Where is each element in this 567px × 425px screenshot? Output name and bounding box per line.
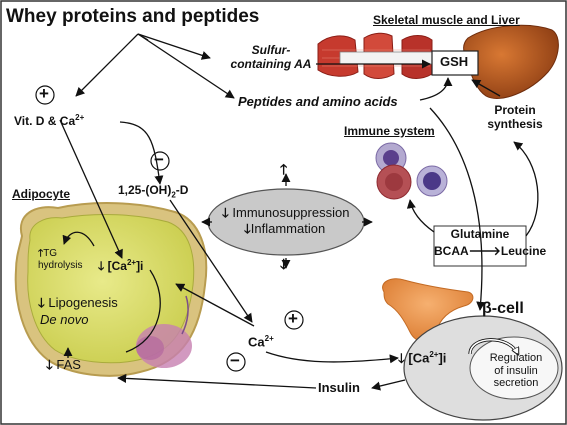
plus-circle-vitd: [35, 85, 55, 105]
insulin-label: Insulin: [318, 380, 360, 395]
skeletal-liver-label: Skeletal muscle and Liver: [373, 13, 520, 27]
arrow-down-oval: 🡓: [280, 256, 288, 272]
beta-cell-label: β-cell: [482, 300, 524, 317]
immune-system-label: Immune system: [344, 124, 435, 138]
gsh-label: GSH: [440, 54, 469, 69]
de-novo-label: De novo: [40, 312, 89, 327]
immune-cells-illustration: [375, 142, 448, 200]
vitd-ca-label: Vit. D & Ca2+: [14, 113, 85, 128]
immunosuppression-label: 🡓 Immunosuppression: [222, 205, 350, 220]
adipocyte-ca-i-label: 🡓 [Ca2+]i: [98, 258, 144, 273]
regulation-oval: [469, 336, 559, 400]
beta-ca-i-label: 🡓 [Ca2+]i: [398, 350, 447, 366]
plus-circle-ca: [284, 310, 304, 330]
arrow-up-oval: 🡑: [280, 161, 288, 177]
plus-sign-vitd: +: [39, 84, 49, 103]
fas-label: 🡓 FAS: [46, 357, 81, 372]
dihydroxy-d-label: 1,25-(OH)2-D: [118, 183, 189, 200]
sulfur-aa-label: Sulfur-containing AA: [230, 43, 312, 71]
lipogenesis-label: 🡓 Lipogenesis: [38, 295, 118, 310]
minus-sign-dihydroxy: −: [154, 150, 164, 169]
plus-sign-ca: +: [288, 309, 298, 328]
adipocyte-label: Adipocyte: [12, 187, 71, 201]
glutamine-label: Glutamine: [450, 227, 510, 241]
ca2-label: Ca2+: [248, 334, 274, 350]
regulation-arrow: [469, 339, 518, 354]
inflammation-label: 🡓Inflammation: [244, 221, 326, 236]
peptides-aa-label: Peptides and amino acids: [238, 94, 398, 109]
pancreas-illustration: [382, 278, 474, 343]
diagram-arrows: [59, 33, 539, 391]
diagram-title: Whey proteins and peptides: [6, 6, 260, 27]
muscle-illustration: [317, 32, 441, 79]
gsh-box: [431, 50, 479, 76]
minus-circle-insulin: [226, 352, 246, 372]
minus-sign-insulin: −: [230, 351, 240, 370]
adipocyte-cell: [14, 202, 208, 377]
bcaa-leucine-label: BCAA🡒Leucine: [434, 244, 547, 258]
